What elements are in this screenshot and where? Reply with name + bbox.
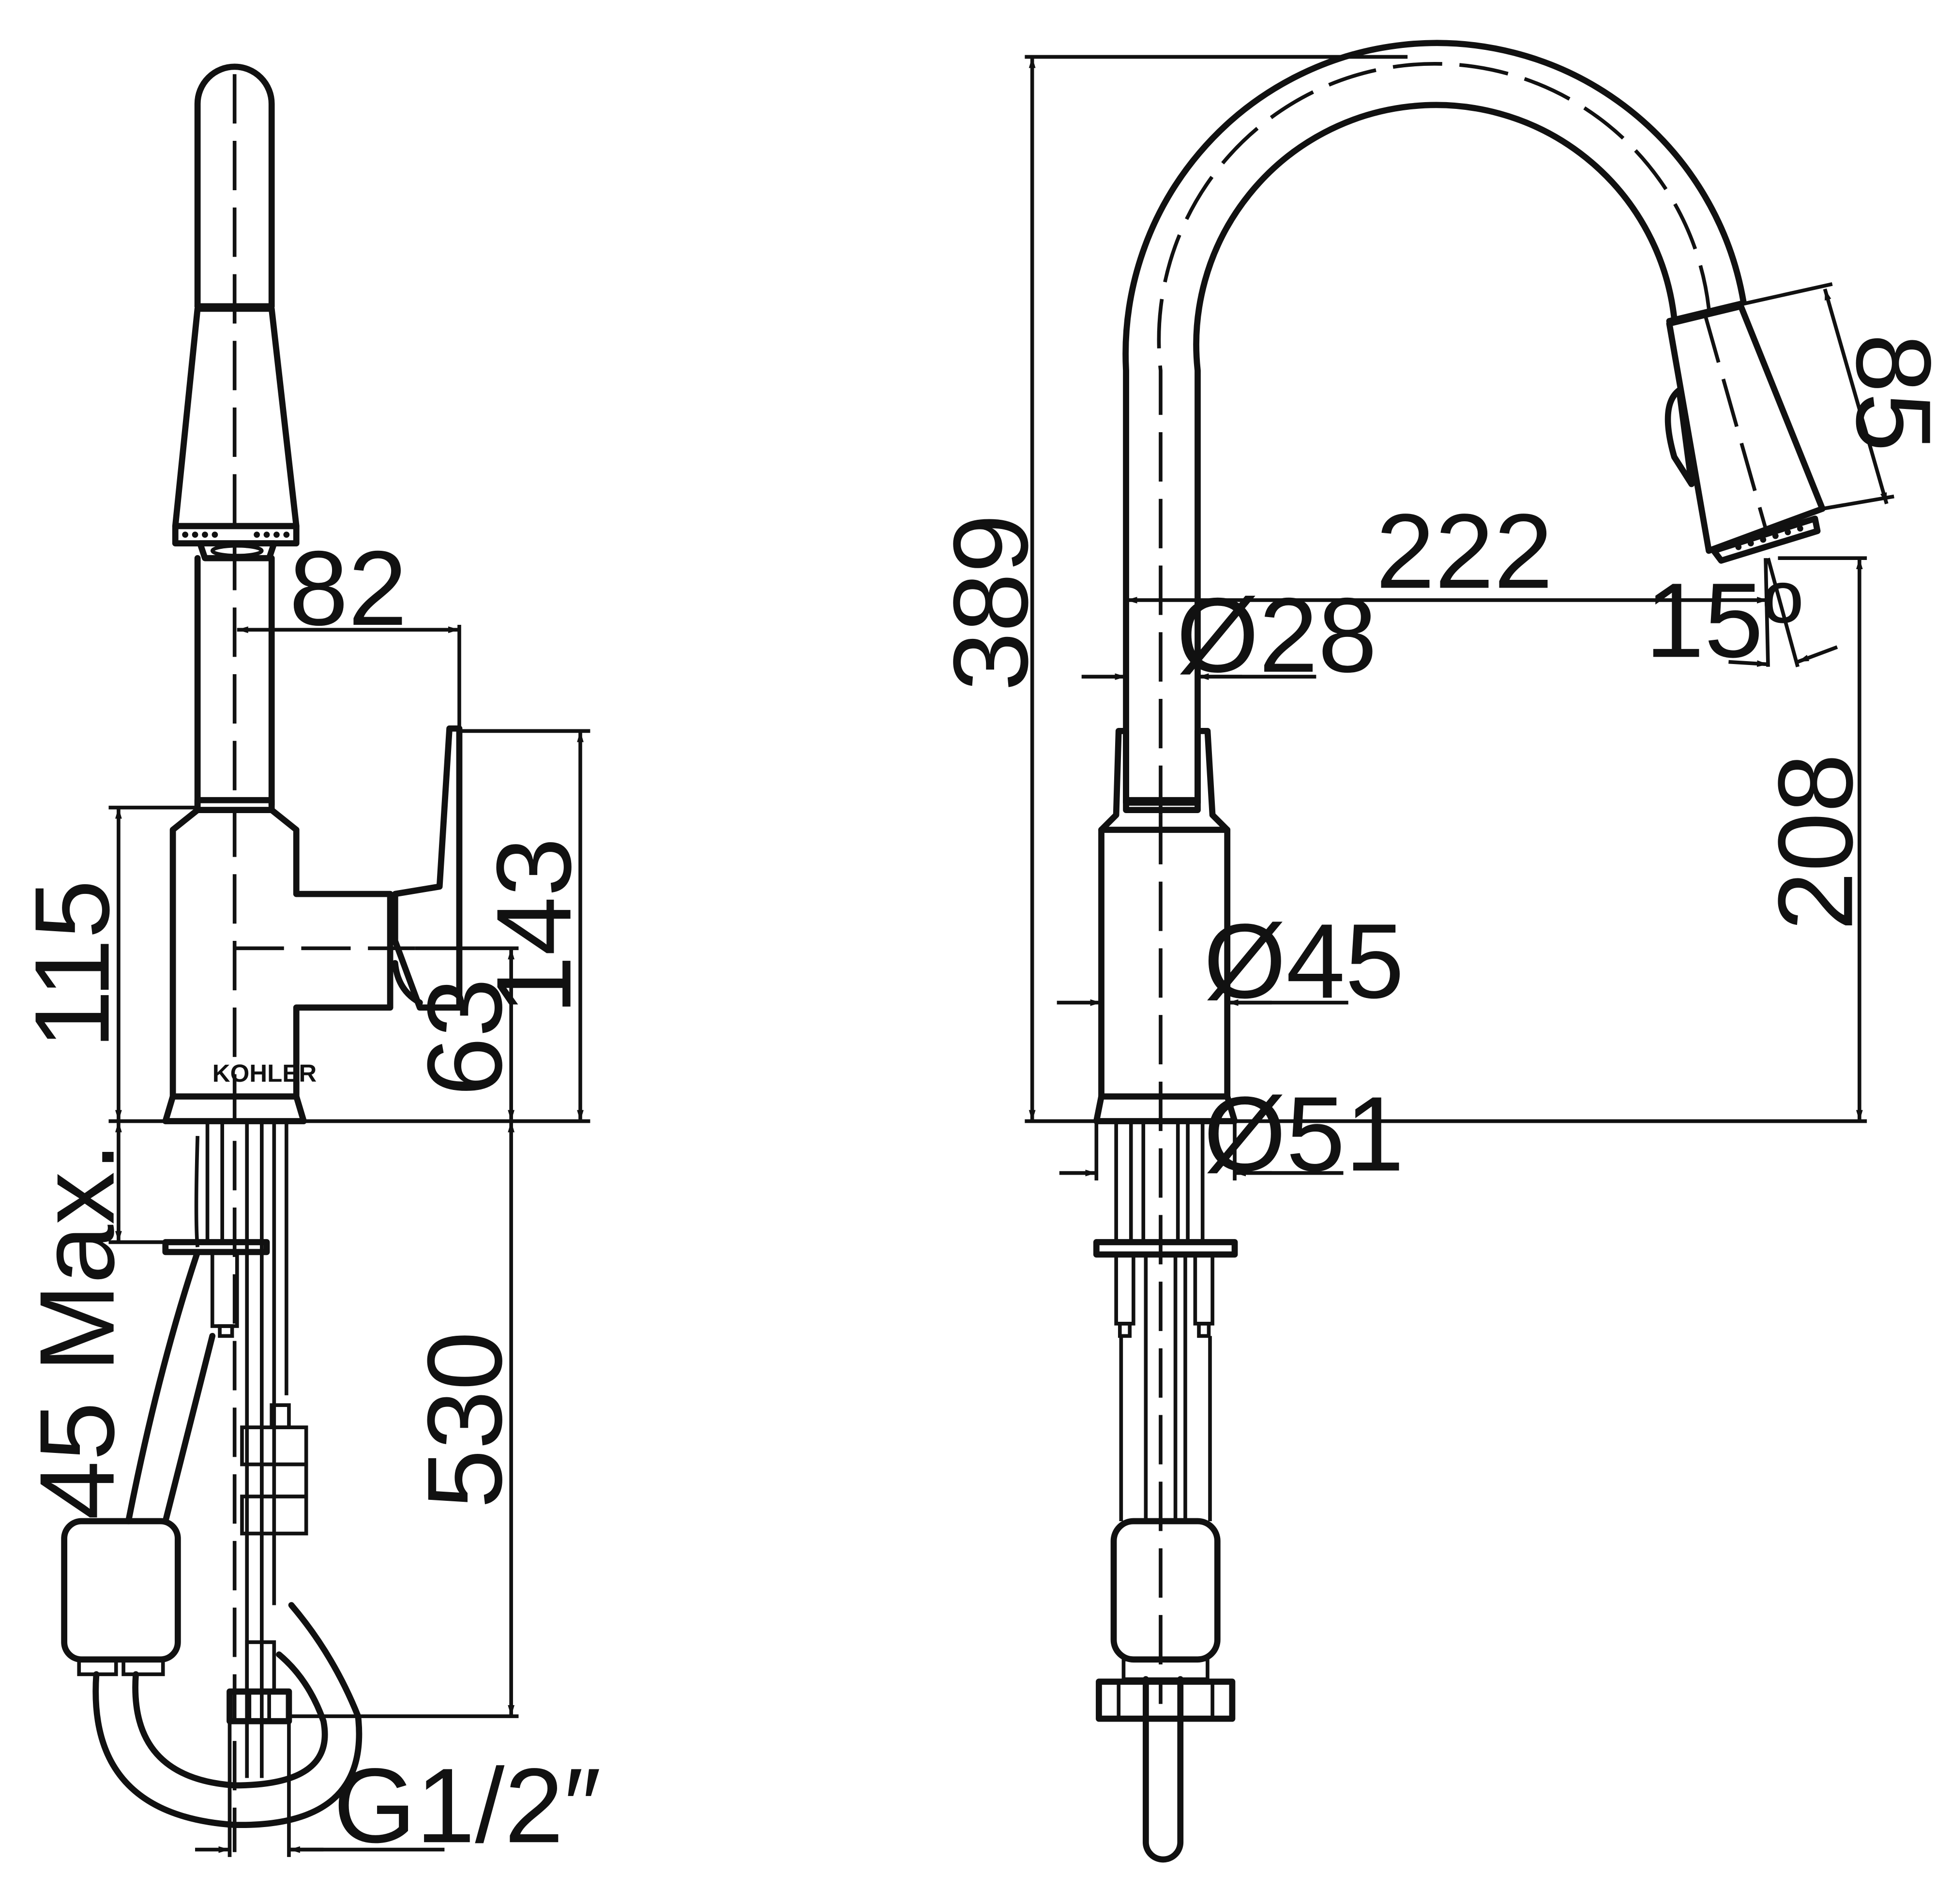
- front-dimension-lines: [1025, 55, 1894, 1180]
- front-dimension-labels: 389 85 222 15º Ø28 208 Ø45 Ø51: [931, 333, 1936, 1193]
- dim-143: 143: [475, 837, 593, 1014]
- front-underside-assembly: [1093, 1121, 1238, 1863]
- dim-85: 85: [1834, 333, 1936, 452]
- dim-g1-2: G1/2″: [333, 1746, 601, 1865]
- dim-389: 389: [931, 514, 1050, 691]
- dim-63: 63: [406, 978, 524, 1096]
- dim-diameter-51: Ø51: [1204, 1075, 1405, 1194]
- front-body: [1093, 727, 1238, 1124]
- dim-diameter-45: Ø45: [1204, 902, 1405, 1020]
- front-spout-arc: [1122, 40, 1747, 815]
- front-spray-head: [1664, 301, 1826, 564]
- dim-115: 115: [13, 880, 131, 1049]
- side-handle: [392, 725, 463, 1011]
- dim-45-max: 45 Max.: [18, 1142, 136, 1520]
- dim-222: 222: [1376, 492, 1553, 610]
- front-view: 389 85 222 15º Ø28 208 Ø45 Ø51: [931, 40, 1936, 1863]
- side-body: KOHLER: [162, 807, 393, 1124]
- dim-15-degree: 15º: [1645, 561, 1802, 680]
- kohler-logo: KOHLER: [212, 1059, 317, 1087]
- dim-diameter-28: Ø28: [1176, 576, 1377, 695]
- side-underside-assembly: [61, 1121, 363, 1828]
- side-dimension-labels: 82 115 143 63 45 Max. 530 G1/2″: [13, 529, 601, 1865]
- side-dimension-lines: [108, 624, 590, 1857]
- dim-530: 530: [406, 1331, 524, 1509]
- side-centerlines: [232, 74, 415, 1852]
- side-view: KOHLER: [13, 63, 601, 1865]
- dim-208: 208: [1756, 754, 1875, 931]
- dim-82: 82: [289, 529, 407, 648]
